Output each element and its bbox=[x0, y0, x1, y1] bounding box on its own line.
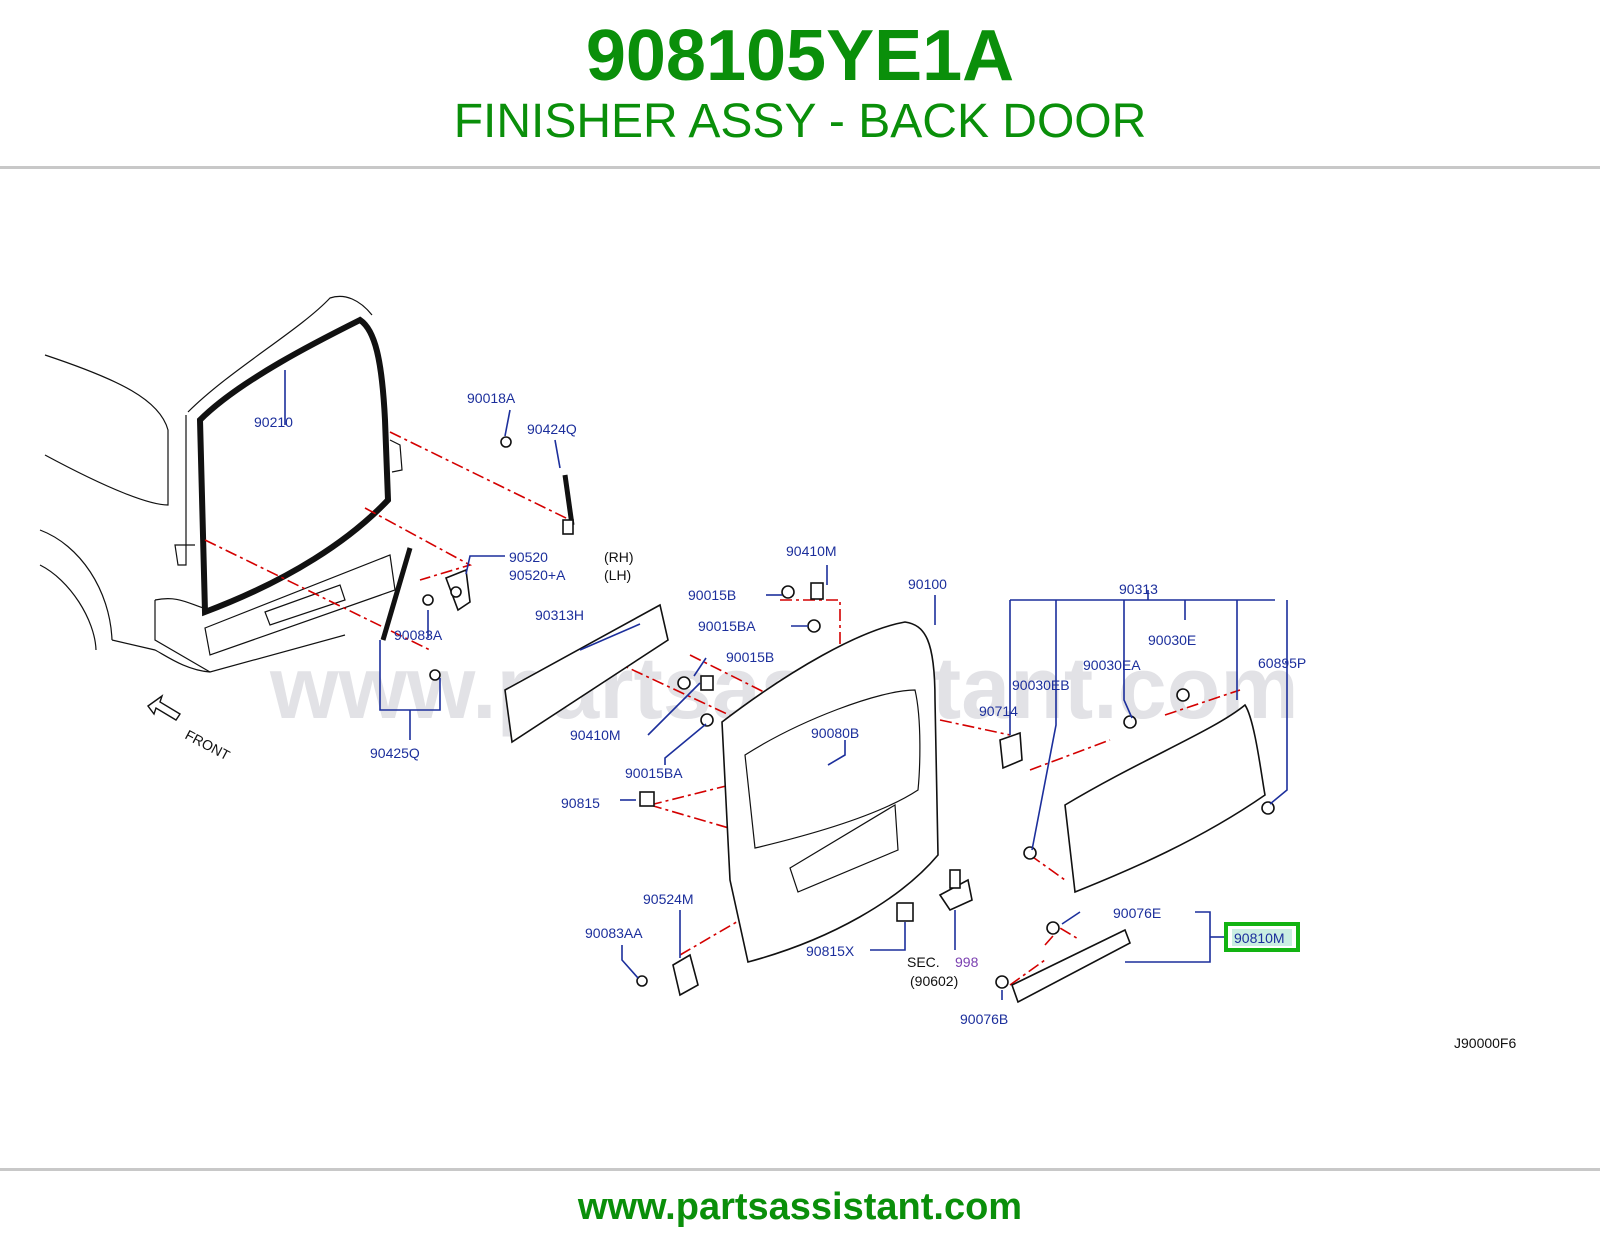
footer-divider bbox=[0, 1168, 1600, 1171]
footer-url[interactable]: www.partsassistant.com bbox=[577, 1186, 1023, 1228]
label-90815[interactable]: 90815 bbox=[561, 795, 600, 811]
label-90018A[interactable]: 90018A bbox=[467, 390, 516, 406]
label-90524M[interactable]: 90524M bbox=[643, 891, 694, 907]
label-90100[interactable]: 90100 bbox=[908, 576, 947, 592]
label-90815X[interactable]: 90815X bbox=[806, 943, 855, 959]
highlight-fill bbox=[1232, 929, 1292, 946]
label-90313[interactable]: 90313 bbox=[1119, 581, 1158, 597]
label-90083AA[interactable]: 90083AA bbox=[585, 925, 643, 941]
label-90425Q[interactable]: 90425Q bbox=[370, 745, 420, 761]
label-sec-ref: (90602) bbox=[910, 973, 958, 989]
header-divider bbox=[0, 166, 1600, 169]
label-90015BA-top[interactable]: 90015BA bbox=[698, 618, 756, 634]
diagram-code: J90000F6 bbox=[1454, 1035, 1516, 1051]
label-90210[interactable]: 90210 bbox=[254, 414, 293, 430]
front-arrow-icon bbox=[147, 694, 181, 721]
label-90520A[interactable]: 90520+A bbox=[509, 567, 566, 583]
label-90410M-mid[interactable]: 90410M bbox=[570, 727, 621, 743]
label-90080B[interactable]: 90080B bbox=[811, 725, 859, 741]
label-90520[interactable]: 90520 bbox=[509, 549, 548, 565]
label-rh: (RH) bbox=[604, 549, 634, 565]
label-90076B[interactable]: 90076B bbox=[960, 1011, 1008, 1027]
label-90030EB[interactable]: 90030EB bbox=[1012, 677, 1070, 693]
part-drawings bbox=[380, 436, 1275, 1004]
van-body-drawing bbox=[39, 295, 403, 673]
part-number-title: 908105YE1A bbox=[585, 16, 1015, 96]
label-90015B-top[interactable]: 90015B bbox=[688, 587, 736, 603]
label-90030E[interactable]: 90030E bbox=[1148, 632, 1196, 648]
label-90810M[interactable]: 90810M bbox=[1234, 930, 1285, 946]
label-90083A[interactable]: 90083A bbox=[394, 627, 443, 643]
part-labels: 90210 90018A 90424Q 90520 90520+A (RH) (… bbox=[254, 390, 1306, 1027]
label-sec-number[interactable]: 998 bbox=[955, 954, 979, 970]
label-sec: SEC. bbox=[907, 954, 940, 970]
highlighted-part[interactable]: 90810M bbox=[1224, 922, 1300, 952]
label-90076E[interactable]: 90076E bbox=[1113, 905, 1161, 921]
label-lh: (LH) bbox=[604, 567, 631, 583]
label-90410M-top[interactable]: 90410M bbox=[786, 543, 837, 559]
label-90015B-mid[interactable]: 90015B bbox=[726, 649, 774, 665]
label-90424Q[interactable]: 90424Q bbox=[527, 421, 577, 437]
label-90015BA-mid[interactable]: 90015BA bbox=[625, 765, 683, 781]
leader-lines bbox=[284, 370, 1288, 1000]
front-label: FRONT bbox=[183, 727, 233, 764]
part-name-subtitle: FINISHER ASSY - BACK DOOR bbox=[453, 95, 1147, 148]
label-90030EA[interactable]: 90030EA bbox=[1083, 657, 1141, 673]
label-60895P[interactable]: 60895P bbox=[1258, 655, 1306, 671]
label-90714[interactable]: 90714 bbox=[979, 703, 1018, 719]
label-90313H[interactable]: 90313H bbox=[535, 607, 584, 623]
